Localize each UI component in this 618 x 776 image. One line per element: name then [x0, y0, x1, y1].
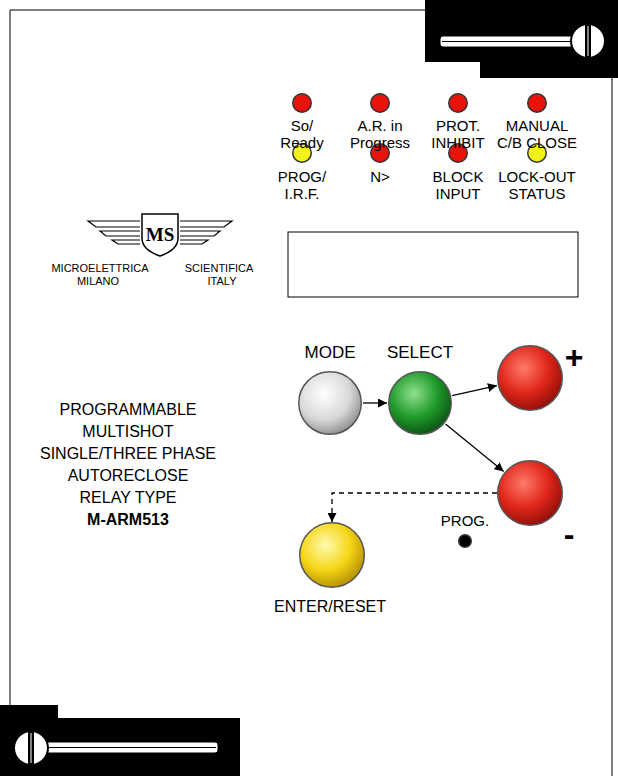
led-indicator-circle — [293, 94, 312, 113]
led-indicator-circle — [449, 144, 468, 163]
push-button-circle — [300, 523, 365, 588]
led-label: So/ Ready — [274, 117, 330, 151]
button-label: ENTER/RESET — [260, 598, 400, 616]
push-button-circle — [498, 346, 563, 411]
push-button-shape — [497, 460, 563, 526]
led-label: LOCK-OUT STATUS — [496, 168, 578, 202]
flow-arrow — [446, 424, 504, 472]
led-indicator-shape — [370, 93, 390, 113]
led-label: N> — [350, 168, 410, 185]
logo-wings — [88, 214, 232, 256]
button-label: PROG. — [430, 512, 500, 529]
led-indicator: PROT. INHIBIT — [448, 93, 468, 113]
led-indicator-circle — [371, 144, 390, 163]
product-description: RELAY TYPE — [80, 488, 177, 507]
tab-slot — [42, 747, 216, 748]
button-label: SELECT — [375, 343, 465, 363]
prog-socket-shape — [458, 534, 472, 548]
button-label: + — [559, 339, 589, 376]
frame-line — [612, 78, 613, 776]
led-indicator-circle — [528, 144, 547, 163]
push-button-shape — [497, 345, 563, 411]
company-country: ITALY — [208, 275, 237, 288]
push-button: SELECT — [388, 371, 452, 435]
screw-slot — [31, 733, 32, 763]
push-button: + — [497, 345, 563, 411]
push-button: MODE — [298, 371, 362, 435]
led-indicator-shape — [527, 93, 547, 113]
push-button-shape — [298, 371, 362, 435]
led-indicator: MANUAL C/B CLOSE — [527, 93, 547, 113]
screw — [571, 24, 605, 58]
logo-monogram: MS — [146, 223, 175, 246]
led-indicator-shape — [448, 93, 468, 113]
product-description: SINGLE/THREE PHASE — [40, 444, 216, 463]
push-button: ENTER/RESET — [299, 522, 365, 588]
button-label: MODE — [285, 343, 375, 363]
led-indicator-circle — [293, 144, 312, 163]
mounting-tab — [0, 705, 240, 776]
company-city: MILANO — [77, 275, 119, 288]
led-indicator-circle — [449, 94, 468, 113]
led-indicator: So/ Ready — [292, 93, 312, 113]
flow-arrow — [363, 402, 387, 403]
tab-slot — [40, 742, 218, 753]
mounting-tab — [425, 0, 618, 78]
led-label: PROG/ I.R.F. — [273, 168, 331, 202]
led-label: BLOCK INPUT — [427, 168, 489, 202]
tab-slot — [440, 36, 575, 47]
led-indicator-circle — [371, 94, 390, 113]
screw — [14, 731, 48, 765]
company-name: SCIENTIFICA — [185, 262, 253, 275]
screw-slot — [588, 26, 589, 56]
relay-type: M-ARM513 — [87, 510, 169, 529]
push-button: - — [497, 460, 563, 526]
push-button-circle — [389, 372, 452, 435]
tab-slot — [442, 41, 573, 42]
led-indicator: A.R. in Progress — [370, 93, 390, 113]
product-description: PROGRAMMABLE — [60, 400, 197, 419]
push-button-circle — [299, 372, 362, 435]
button-label: - — [554, 516, 584, 553]
push-button-circle — [498, 461, 563, 526]
flow-arrow — [452, 386, 497, 396]
led-label: MANUAL C/B CLOSE — [495, 117, 579, 151]
company-name: MICROELETTRICA — [51, 262, 148, 275]
push-button-shape — [388, 371, 452, 435]
led-indicator-circle — [528, 94, 547, 113]
product-description: AUTORECLOSE — [68, 466, 189, 485]
frame-line — [10, 10, 425, 705]
prog-socket-circle — [459, 535, 472, 548]
push-button-shape — [299, 522, 365, 588]
screw-slot — [585, 25, 591, 57]
product-description: MULTISHOT — [82, 422, 173, 441]
led-label: PROT. INHIBIT — [422, 117, 494, 151]
prog-socket: PROG. — [458, 534, 472, 548]
led-label: A.R. in Progress — [344, 117, 416, 151]
display-window — [288, 232, 578, 297]
led-indicator-shape — [292, 93, 312, 113]
screw-slot — [28, 732, 34, 764]
